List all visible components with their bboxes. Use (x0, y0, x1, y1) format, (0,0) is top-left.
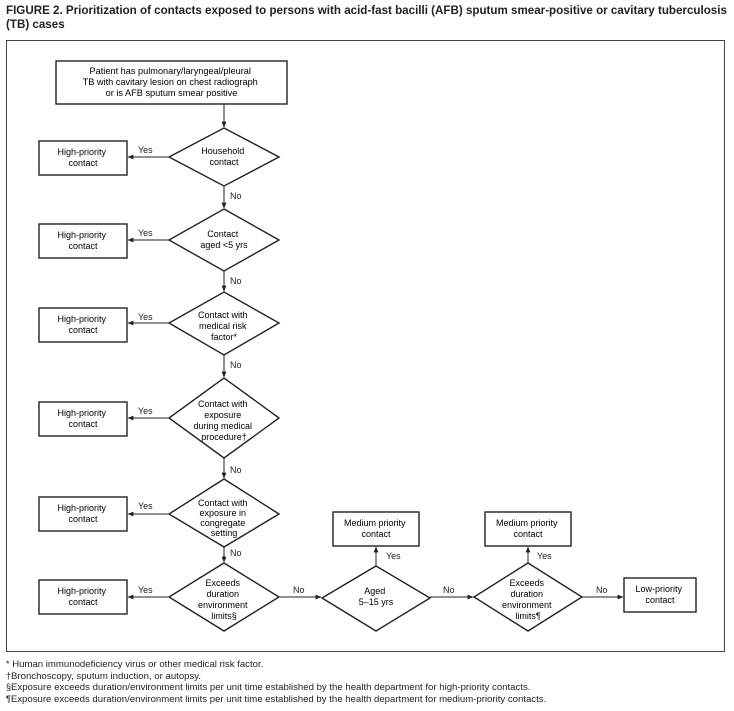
footnote-mark: ¶ (6, 694, 11, 705)
decision-medical-procedure-text: Contact with exposure during medical pro… (193, 399, 254, 442)
decision-exceeds-limits-medium-text: Exceeds duration environment limits¶ (502, 578, 554, 621)
start-box (55, 60, 288, 105)
decision-exceeds-limits-high (167, 562, 281, 632)
footnote-text: Exposure exceeds duration/environment li… (10, 694, 547, 706)
branch-labels: Yes No Yes No Yes No Yes No Yes No Yes N… (138, 145, 608, 595)
outcome-high-1-text: High-priority contact (57, 147, 108, 168)
label-yes-8: Yes (537, 551, 552, 561)
yes-arrows (127, 154, 624, 600)
footnote-text: Bronchoscopy, sputum induction, or autop… (11, 670, 202, 682)
outcome-high-2-text: High-priority contact (57, 230, 108, 251)
label-no-7: No (443, 585, 455, 595)
label-yes-1: Yes (138, 145, 153, 155)
label-no-6: No (293, 585, 305, 595)
outcome-high-5-text: High-priority contact (57, 503, 108, 524)
label-yes-2: Yes (138, 228, 153, 238)
label-no-4: No (230, 465, 242, 475)
footnote-mark: † (6, 670, 12, 681)
decision-aged-5-15-text: Aged 5–15 yrs (359, 586, 394, 607)
start-text: Patient has pulmonary/laryngeal/pleural … (83, 66, 261, 98)
label-no-5: No (230, 548, 242, 558)
label-yes-4: Yes (138, 406, 153, 416)
diagram-frame (6, 40, 725, 652)
outcome-high-4 (38, 401, 128, 437)
outcome-low-text: Low-priority contact (635, 584, 684, 605)
decision-aged-5-15 (320, 565, 432, 632)
footnote-mark: § (6, 682, 12, 693)
outcome-medium-2 (484, 511, 572, 547)
figure-title: FIGURE 2. Prioritization of contacts exp… (6, 4, 727, 31)
outcome-high-3 (38, 307, 128, 343)
outcome-medium-1 (332, 511, 420, 547)
outcome-high-6-text: High-priority contact (57, 586, 108, 607)
label-no-8: No (596, 585, 608, 595)
decision-exceeds-limits-high-text: Exceeds duration environment limits§ (198, 578, 250, 621)
outcome-medium-1-text: Medium priority contact (344, 518, 408, 539)
footnotes: * Human immunodeficiency virus or other … (6, 659, 728, 706)
label-no-1: No (230, 191, 242, 201)
label-no-2: No (230, 276, 242, 286)
label-yes-5: Yes (138, 501, 153, 511)
decision-household-text: Household contact (201, 146, 247, 167)
label-yes-3: Yes (138, 312, 153, 322)
label-no-3: No (230, 360, 242, 370)
footnote-text: Exposure exceeds duration/environment li… (11, 682, 531, 694)
outcome-high-1 (38, 140, 128, 176)
footnote-text: Human immunodeficiency virus or other me… (12, 659, 264, 670)
footnote-mark: * (6, 659, 10, 669)
decision-medical-risk-text: Contact with medical risk factor* (198, 310, 250, 342)
outcome-medium-2-text: Medium priority contact (496, 518, 560, 539)
decision-exceeds-limits-medium (472, 562, 584, 632)
outcome-high-3-text: High-priority contact (57, 314, 108, 335)
footnote-3: §Exposure exceeds duration/environment l… (6, 682, 728, 694)
footnote-1: * Human immunodeficiency virus or other … (6, 659, 728, 671)
label-yes-7: Yes (386, 551, 401, 561)
decision-congregate-setting-text: Contact with exposure in congregate sett… (198, 498, 250, 538)
outcome-high-2 (38, 223, 128, 259)
outcome-high-5 (38, 496, 128, 532)
outcome-low (623, 577, 697, 613)
decision-age-under-5-text: Contact aged <5 yrs (200, 229, 248, 250)
outcome-high-6 (38, 579, 128, 615)
label-yes-6: Yes (138, 585, 153, 595)
outcome-high-4-text: High-priority contact (57, 408, 108, 429)
footnote-2: †Bronchoscopy, sputum induction, or auto… (6, 671, 728, 683)
footnote-4: ¶Exposure exceeds duration/environment l… (6, 694, 728, 706)
